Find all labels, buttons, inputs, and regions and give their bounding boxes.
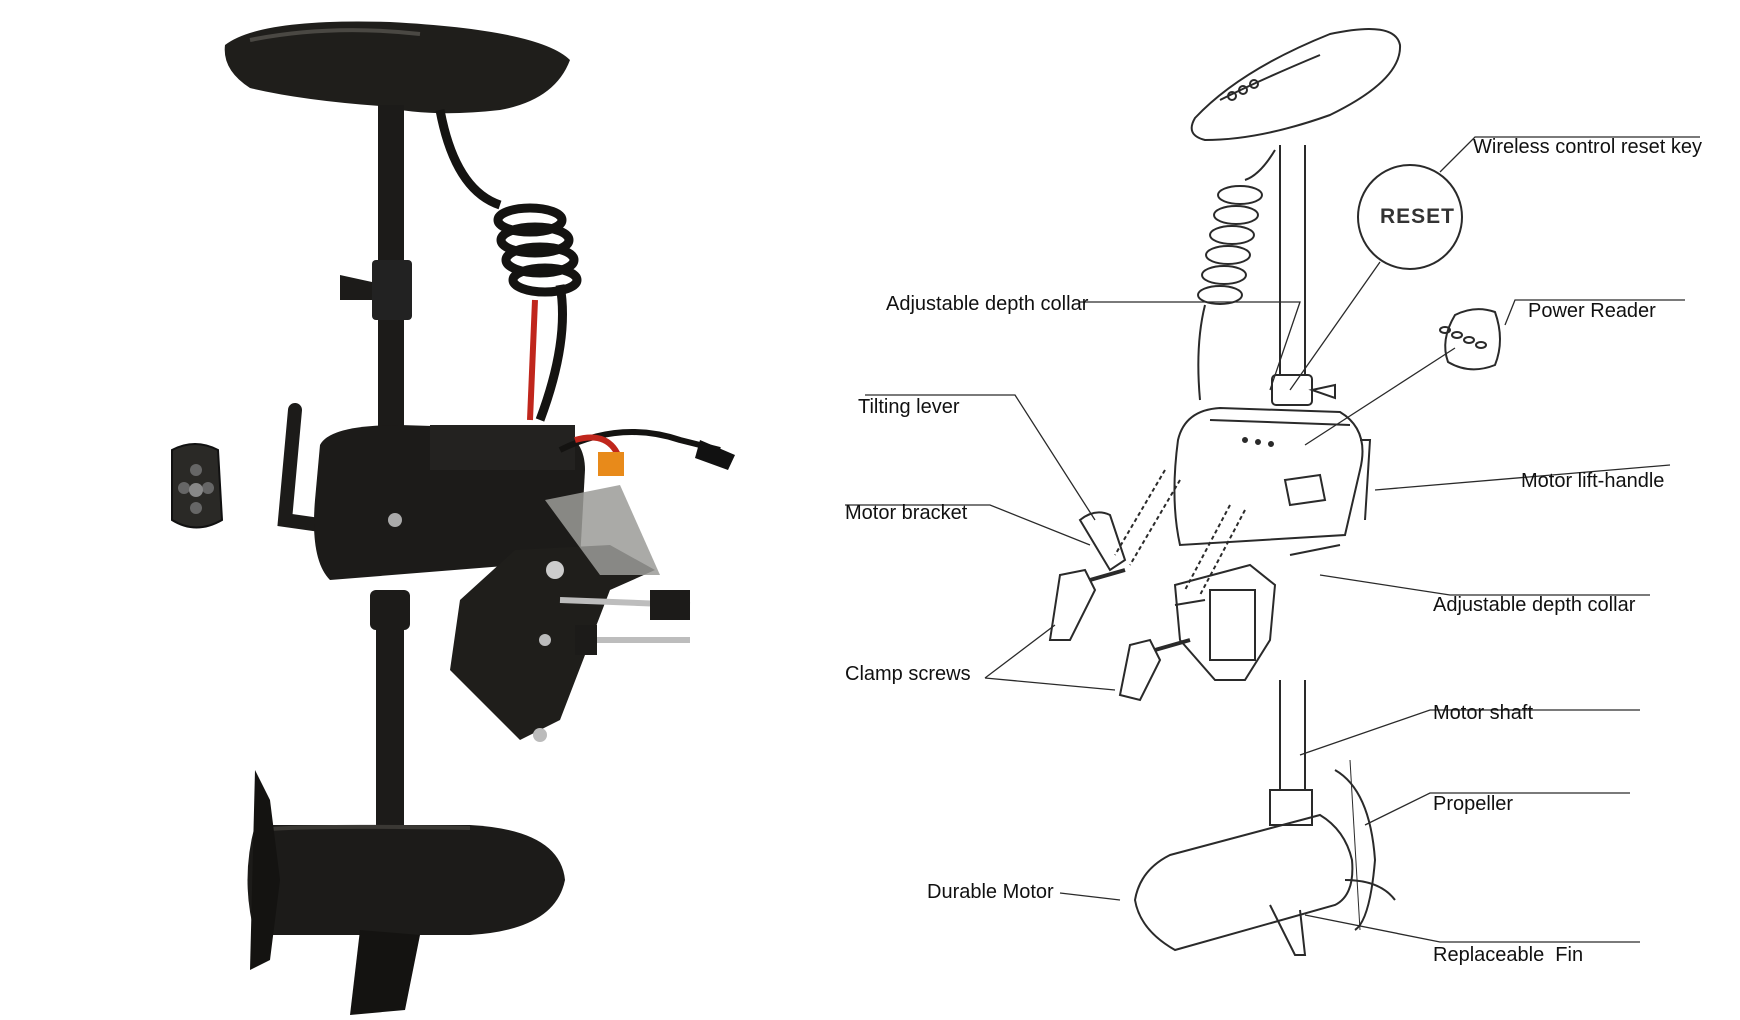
bracket — [450, 485, 691, 742]
label-durable-motor: Durable Motor — [927, 881, 1054, 903]
label-power-reader: Power Reader — [1528, 300, 1656, 322]
label-motor-bracket: Motor bracket — [845, 502, 968, 524]
label-depth-collar-top: Adjustable depth collar — [886, 293, 1089, 315]
label-wireless-reset: Wireless control reset key — [1473, 136, 1702, 158]
label-depth-collar-bottom: Adjustable depth collar — [1433, 594, 1636, 616]
leader-lines — [845, 136, 1700, 943]
diagram-coil — [1197, 149, 1276, 401]
diagram-control-box — [1173, 406, 1372, 547]
coiled-cord — [435, 109, 582, 422]
motor-photo — [171, 21, 735, 1015]
label-motor-shaft: Motor shaft — [1433, 702, 1534, 724]
label-tilting-lever: Tilting lever — [858, 396, 960, 418]
wireless-remote — [171, 443, 224, 529]
diagram-clamp-screws — [1048, 568, 1191, 702]
power-reader-callout — [1439, 308, 1501, 371]
label-propeller: Propeller — [1433, 793, 1514, 815]
diagram-motor — [1133, 759, 1396, 956]
reset-button-text: RESET — [1380, 205, 1456, 228]
motor-pod — [247, 770, 565, 1015]
reset-key-callout — [1357, 164, 1463, 270]
diagram-head — [1190, 28, 1402, 142]
diagram-clamp — [1173, 544, 1341, 681]
lower-shaft — [376, 625, 404, 845]
label-lift-handle: Motor lift-handle — [1521, 470, 1665, 492]
depth-collar — [372, 260, 412, 320]
lift-handle — [277, 403, 327, 532]
control-box — [314, 425, 585, 580]
label-replaceable-fin: Replaceable Fin — [1433, 944, 1584, 966]
label-clamp-screws: Clamp screws — [845, 663, 971, 685]
tiller-head — [224, 21, 570, 114]
